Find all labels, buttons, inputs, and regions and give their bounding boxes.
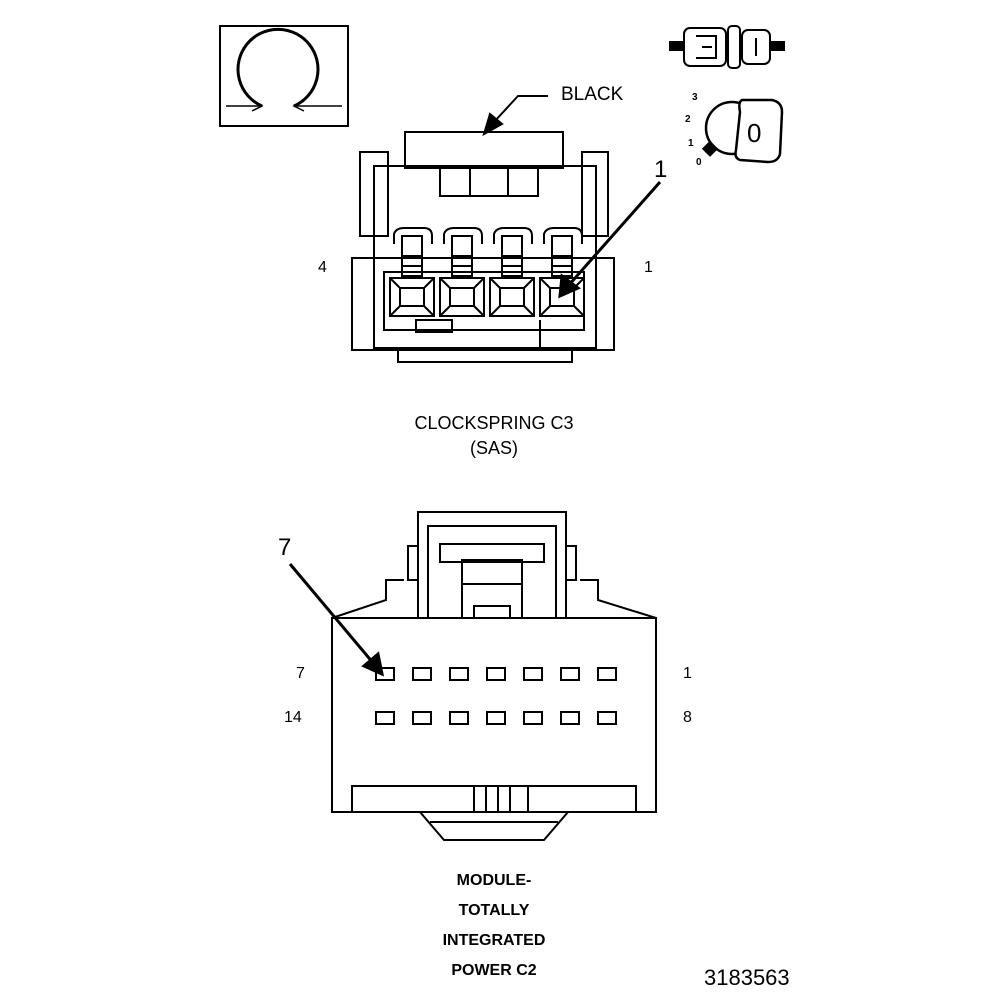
key-position-2: 2 — [685, 114, 691, 125]
black-callout-arrow — [482, 95, 548, 137]
pin-cavity-row2 — [375, 711, 395, 725]
terminal-cavity — [439, 227, 485, 317]
key-label: 0 — [747, 118, 762, 148]
row1-left-pin-label: 7 — [296, 665, 305, 682]
pin-cavity-row1 — [597, 667, 617, 681]
row2-left-pin-label: 14 — [284, 709, 302, 726]
pin-1-callout-label: 1 — [654, 156, 668, 183]
clockspring-caption-line1: CLOCKSPRING C3 — [414, 413, 574, 433]
pin-cavity-row2 — [412, 711, 432, 725]
tip-caption-line2: TOTALLY — [458, 902, 530, 919]
pin-cavity-row1 — [449, 667, 469, 681]
pin-cavity-row2 — [523, 711, 543, 725]
clockspring-caption-line2: (SAS) — [469, 438, 518, 458]
pin-cavity-row1 — [560, 667, 580, 681]
terminal-cavity — [389, 227, 435, 317]
pin-cavity-row1 — [412, 667, 432, 681]
key-position-1: 1 — [688, 138, 694, 149]
row1-right-pin-label: 1 — [683, 665, 692, 682]
clockspring-symbol-icon — [219, 25, 349, 127]
clockspring-c3-connector — [351, 131, 615, 363]
connector-mating-icon — [669, 25, 785, 69]
tip-c2-pin-cavities — [375, 667, 617, 725]
pin-cavity-row2 — [560, 711, 580, 725]
row2-right-pin-label: 8 — [683, 709, 692, 726]
pin-cavity-row2 — [449, 711, 469, 725]
pin-cavity-row2 — [597, 711, 617, 725]
pin-7-callout-label: 7 — [278, 534, 292, 561]
pin-cavity-row1 — [486, 667, 506, 681]
pin-7-callout-arrow — [288, 563, 385, 677]
figure-number: 3183563 — [704, 965, 790, 990]
pin-cavity-row2 — [486, 711, 506, 725]
pin-cavity-row1 — [375, 667, 395, 681]
tip-caption-line3: INTEGRATED — [442, 932, 546, 949]
pin-1-callout-arrow — [558, 181, 662, 299]
pin-cavity-row1 — [523, 667, 543, 681]
ignition-key-icon — [701, 98, 784, 164]
terminal-cavity — [489, 227, 535, 317]
key-position-3: 3 — [692, 92, 698, 103]
key-position-0: 0 — [696, 157, 702, 168]
top-right-pin-label: 1 — [644, 259, 653, 276]
tip-caption-line4: POWER C2 — [451, 962, 537, 979]
tip-c2-connector — [331, 511, 657, 841]
top-left-pin-label: 4 — [318, 259, 327, 276]
black-color-label: BLACK — [561, 84, 624, 105]
tip-caption-line1: MODULE- — [456, 872, 532, 889]
